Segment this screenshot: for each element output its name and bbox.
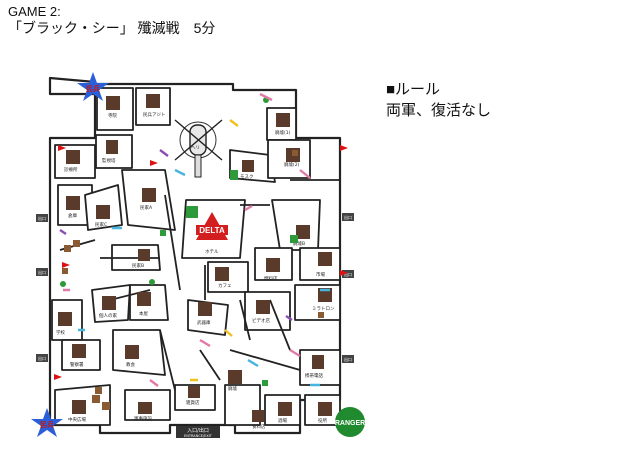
svg-text:DELTA: DELTA <box>199 226 225 235</box>
militia-spawn-top: 民兵 <box>77 72 109 101</box>
room-grocery <box>224 384 261 426</box>
svg-text:中央広場: 中央広場 <box>68 416 86 423</box>
svg-text:カフェ: カフェ <box>218 283 232 289</box>
svg-text:携帯電話: 携帯電話 <box>305 372 323 379</box>
svg-text:学校: 学校 <box>56 329 65 336</box>
svg-text:出口: 出口 <box>344 356 352 362</box>
svg-text:民兵: 民兵 <box>86 84 100 93</box>
svg-text:教会: 教会 <box>126 361 135 368</box>
svg-text:廃墟B: 廃墟B <box>293 240 305 247</box>
svg-text:廃墟(1): 廃墟(1) <box>275 129 291 136</box>
ranger-spawn: RANGER <box>335 407 365 437</box>
svg-text:民兵: 民兵 <box>40 420 54 429</box>
entrance-marker: 入口/出口 ENTRANCE/EXIT <box>176 426 220 438</box>
svg-text:ホテル: ホテル <box>205 249 219 255</box>
svg-text:倉庫: 倉庫 <box>68 212 77 219</box>
svg-text:民家A: 民家A <box>140 204 153 211</box>
svg-text:診療所: 診療所 <box>64 166 78 173</box>
building-icons <box>58 94 332 422</box>
svg-text:監視塔: 監視塔 <box>102 157 116 164</box>
svg-text:出口: 出口 <box>38 269 46 275</box>
svg-text:廃墟(2): 廃墟(2) <box>284 161 300 168</box>
svg-text:酒場: 酒場 <box>278 417 287 424</box>
svg-text:市場: 市場 <box>316 271 325 278</box>
svg-text:出口: 出口 <box>38 215 46 221</box>
svg-text:廃墟: 廃墟 <box>228 385 237 392</box>
svg-text:入口/出口: 入口/出口 <box>187 427 209 434</box>
room-mirratron <box>294 284 341 321</box>
svg-text:ビデオ店: ビデオ店 <box>252 317 270 324</box>
svg-text:ミラトロン: ミラトロン <box>312 306 335 312</box>
svg-text:出口: 出口 <box>344 271 352 277</box>
svg-text:モスク: モスク <box>240 174 254 180</box>
crates <box>62 150 324 410</box>
svg-text:出口: 出口 <box>344 214 352 220</box>
rules-body: 両軍、復活なし <box>386 102 492 119</box>
barrier-segments <box>59 92 330 387</box>
svg-text:民兵アジト: 民兵アジト <box>143 111 165 118</box>
svg-text:本屋: 本屋 <box>139 310 148 317</box>
militia-spawn-bottom: 民兵 <box>31 408 63 437</box>
game-title: GAME 2: <box>8 4 61 19</box>
flag-markers <box>54 145 348 380</box>
rules-heading: ■ルール <box>386 81 441 98</box>
room-labels: 寺院 民兵アジト 廃墟(1) 監視塔 診療所 モスク 廃墟(2) 倉庫 民家C … <box>56 111 335 430</box>
svg-text:個人の家: 個人の家 <box>99 312 117 319</box>
svg-text:役所: 役所 <box>318 417 327 424</box>
street-walls <box>59 179 340 391</box>
svg-text:民家C: 民家C <box>95 221 107 228</box>
svg-text:軍事施設: 軍事施設 <box>134 415 152 422</box>
helicopter-icon: ヘリ <box>174 119 223 178</box>
svg-text:燃料店: 燃料店 <box>264 275 278 282</box>
label-heli: ヘリ <box>191 145 200 151</box>
svg-text:RANGER: RANGER <box>335 420 365 427</box>
svg-text:民家B: 民家B <box>132 262 144 269</box>
mission-title: 「ブラック・シー」 殲滅戦 5分 <box>8 20 216 36</box>
delta-spawn: DELTA <box>186 206 228 240</box>
svg-text:雑貨店: 雑貨店 <box>186 399 200 406</box>
cover-markers <box>60 97 298 386</box>
svg-text:食料店: 食料店 <box>252 423 266 430</box>
svg-text:武器庫: 武器庫 <box>197 319 211 326</box>
svg-text:寺院: 寺院 <box>108 112 117 119</box>
svg-text:出口: 出口 <box>38 355 46 361</box>
side-exits: 出口 出口 出口 出口 出口 出口 <box>36 213 354 363</box>
svg-text:警察署: 警察署 <box>70 361 84 368</box>
svg-text:ENTRANCE/EXIT: ENTRANCE/EXIT <box>184 434 213 438</box>
